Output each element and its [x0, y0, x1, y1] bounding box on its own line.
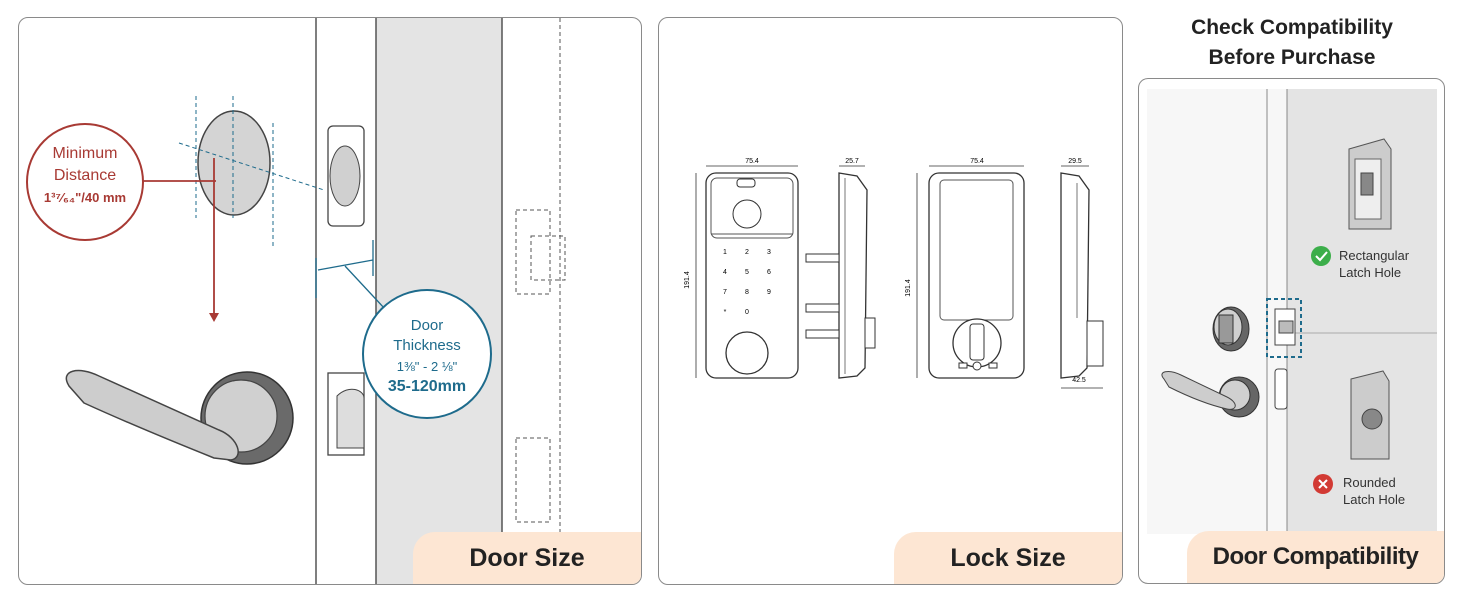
door-thickness-range-mm: 35-120mm	[388, 378, 466, 395]
keypad-key: 2	[745, 249, 749, 256]
latch-highlight-box	[1266, 298, 1302, 358]
door-size-tab: Door Size	[413, 532, 641, 584]
deadbolt-rosette	[178, 96, 325, 248]
dim-height-back: 191.4	[905, 279, 912, 297]
keypad-key: 1	[723, 249, 727, 256]
bad-line2: Latch Hole	[1343, 492, 1405, 507]
ok-line1: Rectangular	[1339, 248, 1410, 263]
keypad-key: 3	[767, 249, 771, 256]
min-distance-line2: Distance	[54, 167, 116, 184]
rounded-latch-plate	[1350, 370, 1390, 460]
keypad-key: 7	[723, 289, 727, 296]
min-distance-line1: Minimum	[53, 145, 118, 162]
keypad-key: 5	[745, 269, 749, 276]
keypad-key: 8	[745, 289, 749, 296]
keypad-key: *	[724, 309, 727, 316]
min-distance-badge	[26, 123, 144, 241]
lock-back-side-view	[1060, 172, 1104, 379]
dim-front-width: 75.4	[745, 158, 759, 165]
heading-line1: Check Compatibility	[1191, 16, 1393, 39]
keypad-key: 4	[723, 269, 727, 276]
keypad: 1 2 3 4 5 6 7 8 9 * 0	[723, 249, 771, 316]
door-thickness-range-in: 1⅜" - 2 ⅛"	[397, 359, 458, 374]
lock-size-panel: 1 2 3 4 5 6 7 8 9 * 0 75.4 191.4 25.7 75.4 1	[658, 17, 1123, 585]
lock-size-tab: Lock Size	[894, 532, 1122, 584]
door-thickness-line1: Door	[411, 317, 444, 334]
lock-back-view	[928, 172, 1025, 379]
door-thickness-badge	[362, 289, 492, 419]
door-compatibility-panel: Rectangular Latch Hole Rounded Latch Hol…	[1138, 78, 1445, 584]
dim-height-front: 191.4	[684, 271, 691, 289]
min-distance-value: 1³⁷⁄₆₄"/40 mm	[44, 190, 126, 205]
heading-line2: Before Purchase	[1208, 46, 1376, 69]
dim-back-depth: 29.5	[1068, 158, 1082, 165]
lock-front-view	[705, 172, 799, 379]
keypad-key: 6	[767, 269, 771, 276]
dim-bottom-depth: 42.5	[1072, 377, 1086, 384]
compatibility-diagram: Rectangular Latch Hole Rounded Latch Hol…	[1147, 89, 1437, 534]
door-size-diagram: Minimum Distance 1³⁷⁄₆₄"/40 mm Door Thic…	[26, 18, 566, 584]
rectangular-latch-plate	[1348, 138, 1392, 230]
door-compatibility-tab: Door Compatibility	[1187, 531, 1444, 583]
mini-lever-and-deadbolt	[1161, 306, 1296, 418]
lever-handle	[65, 369, 294, 465]
check-icon	[1311, 246, 1331, 266]
compatibility-heading: Check Compatibility Before Purchase	[1140, 13, 1444, 73]
ok-line2: Latch Hole	[1339, 265, 1401, 280]
bad-line1: Rounded	[1343, 475, 1396, 490]
keypad-key: 9	[767, 289, 771, 296]
door-thickness-line2: Thickness	[393, 337, 461, 354]
dim-back-width: 75.4	[970, 158, 984, 165]
door-size-panel: Minimum Distance 1³⁷⁄₆₄"/40 mm Door Thic…	[18, 17, 642, 585]
keypad-key: 0	[745, 309, 749, 316]
lock-size-diagram: 1 2 3 4 5 6 7 8 9 * 0 75.4 191.4 25.7 75.4 1	[684, 158, 1104, 389]
lock-side-view	[805, 172, 876, 379]
dim-side-depth: 25.7	[845, 158, 859, 165]
